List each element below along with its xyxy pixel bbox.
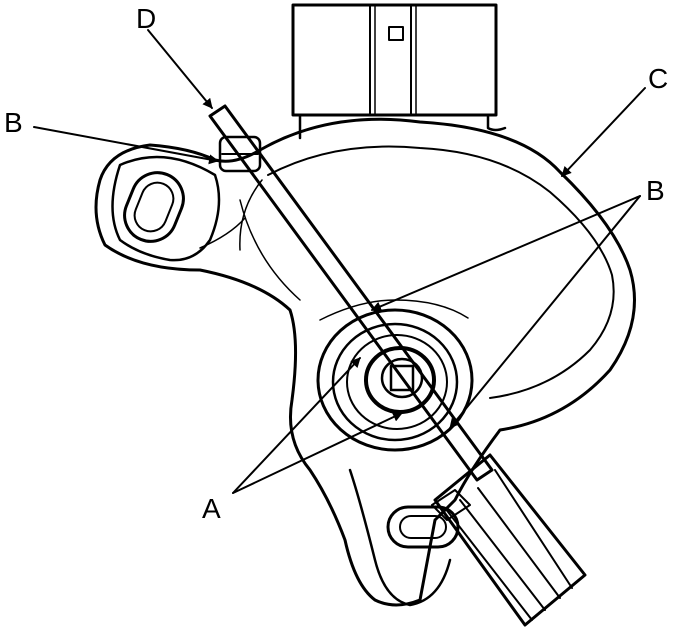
label-b-left: B bbox=[4, 107, 23, 138]
alignment-straightedge bbox=[208, 104, 494, 482]
label-b-right: B bbox=[646, 175, 665, 206]
left-mounting-tab bbox=[111, 155, 246, 262]
leader-lines bbox=[33, 29, 646, 494]
label-d: D bbox=[136, 3, 156, 34]
label-a: A bbox=[202, 493, 221, 524]
label-c: C bbox=[648, 63, 668, 94]
sensor-body bbox=[94, 117, 636, 607]
mounting-bolt bbox=[218, 135, 262, 173]
wire-harness bbox=[431, 453, 587, 627]
bottom-mounting-tab bbox=[348, 468, 460, 607]
connector-housing bbox=[291, 3, 507, 140]
rotor-hub bbox=[316, 308, 474, 452]
